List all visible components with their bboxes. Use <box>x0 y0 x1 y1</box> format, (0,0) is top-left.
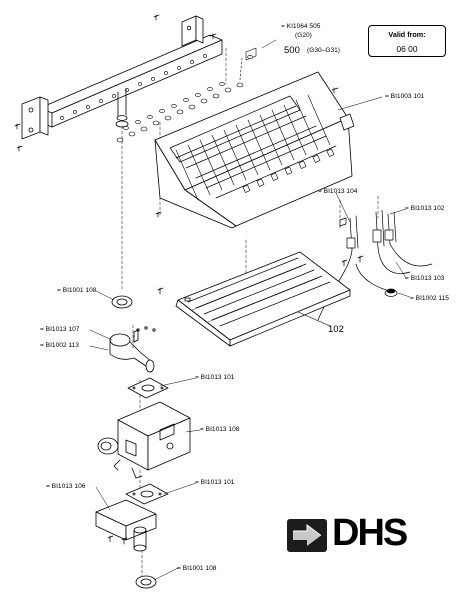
dhs-logo-text: DHS <box>332 512 408 554</box>
label-bi1001-108-top: = BI1001 108 <box>57 287 97 294</box>
label-g30-sub: (G30–G31) <box>307 47 340 54</box>
dhs-logo-icon <box>287 519 327 552</box>
burner-assembly <box>154 71 355 229</box>
label-ki1064: = KI1064 505 <box>281 23 321 30</box>
valid-from-box: Valid from: 06 00 <box>368 25 446 57</box>
valid-from-title: Valid from: <box>388 30 426 39</box>
label-g20: (G20) <box>295 32 312 39</box>
label-bi1013-108: = BI1013 108 <box>200 426 240 433</box>
gasket-plate-2 <box>125 483 169 505</box>
leader-lines <box>89 39 411 581</box>
label-bi1002-115: = BI1002 115 <box>410 295 449 302</box>
injectors <box>116 82 244 143</box>
screw-left <box>157 287 164 295</box>
outlet-bracket <box>95 499 157 552</box>
label-bi1013-102: = BI1013 102 <box>405 205 445 212</box>
washer-bottom <box>135 575 157 589</box>
gas-manifold <box>21 15 223 140</box>
label-bi1001-108-bottom: = BI1001 108 <box>177 565 217 572</box>
manifold-screws <box>14 14 217 152</box>
gas-valve <box>97 401 191 479</box>
label-part-102: 102 <box>328 324 344 335</box>
washer-top <box>111 295 133 309</box>
label-bi1003-101: = BI1003 101 <box>385 93 425 100</box>
gasket-plate-1 <box>127 377 169 399</box>
label-g30-main: 500 <box>284 45 300 56</box>
label-bi1013-101-a: = BI1013 101 <box>195 374 235 381</box>
burner-tray <box>175 251 351 347</box>
elbow-connector <box>109 326 156 373</box>
valid-from-value: 06 00 <box>396 44 418 54</box>
label-bi1002-113: = BI1002 113 <box>40 342 79 349</box>
label-bi1013-107: = BI1013 107 <box>40 326 80 333</box>
injector-detail <box>239 47 257 81</box>
label-bi1013-103: = BI1013 103 <box>405 275 445 282</box>
label-bi1013-104: = BI1013 104 <box>318 188 358 195</box>
electrodes <box>317 209 433 321</box>
label-bi1013-101-b: = BI1013 101 <box>195 479 235 486</box>
label-bi1013-106: = BI1013 106 <box>46 483 86 490</box>
